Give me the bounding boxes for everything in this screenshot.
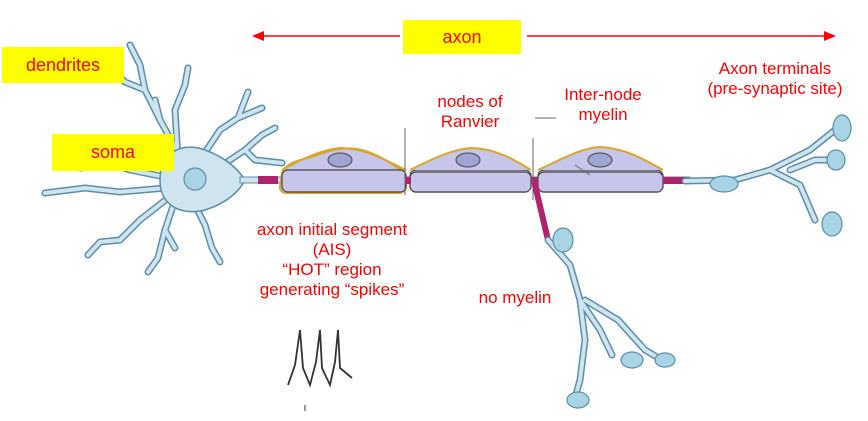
no-myelin-label: no myelin (460, 288, 570, 308)
axon-span-arrow (252, 31, 836, 41)
internode-myelin-line-1: Inter-node (564, 85, 642, 104)
axon-terminals-line-1: Axon terminals (718, 59, 832, 78)
nodes-of-ranvier-label: nodes of Ranvier (420, 92, 520, 132)
spike-train-icon (287, 329, 353, 411)
soma-label: soma (52, 134, 174, 171)
myelin-sheath (537, 145, 664, 193)
axon-label-text: axon (442, 26, 482, 47)
ais-line-4: generating “spikes” (259, 280, 405, 299)
dendrites-label-text: dendrites (25, 54, 101, 75)
node-of-ranvier (404, 128, 411, 195)
nodes-of-ranvier-line-1: nodes of (437, 92, 503, 111)
axon-label: axon (403, 20, 521, 54)
ais-line-1: axon initial segment (256, 220, 408, 239)
ais-line-3: “HOT” region (282, 260, 382, 279)
ais-label: axon initial segment (AIS) “HOT” region … (232, 220, 432, 300)
dendrites-label: dendrites (2, 47, 124, 83)
synaptic-bouton (552, 227, 676, 409)
nodes-of-ranvier-line-2: Ranvier (440, 112, 500, 131)
axon-initial-segment (258, 176, 278, 184)
internode-myelin-line-2: myelin (578, 105, 628, 124)
synaptic-bouton (709, 114, 852, 237)
axon-terminal (681, 126, 839, 224)
myelin-sheath (278, 146, 407, 194)
node-of-ranvier (531, 138, 538, 200)
ais-line-2: (AIS) (312, 240, 352, 259)
soma-body (159, 146, 246, 213)
no-myelin-text: no myelin (478, 288, 552, 307)
axon-collateral (532, 182, 666, 402)
axon-terminals-label: Axon terminals (pre-synaptic site) (690, 59, 860, 99)
internode-myelin-label: Inter-node myelin (548, 85, 658, 125)
node-of-ranvier (663, 177, 685, 184)
soma-label-text: soma (90, 142, 135, 162)
axon-terminals-line-2: (pre-synaptic site) (707, 79, 843, 98)
myelin-sheath (409, 146, 532, 193)
